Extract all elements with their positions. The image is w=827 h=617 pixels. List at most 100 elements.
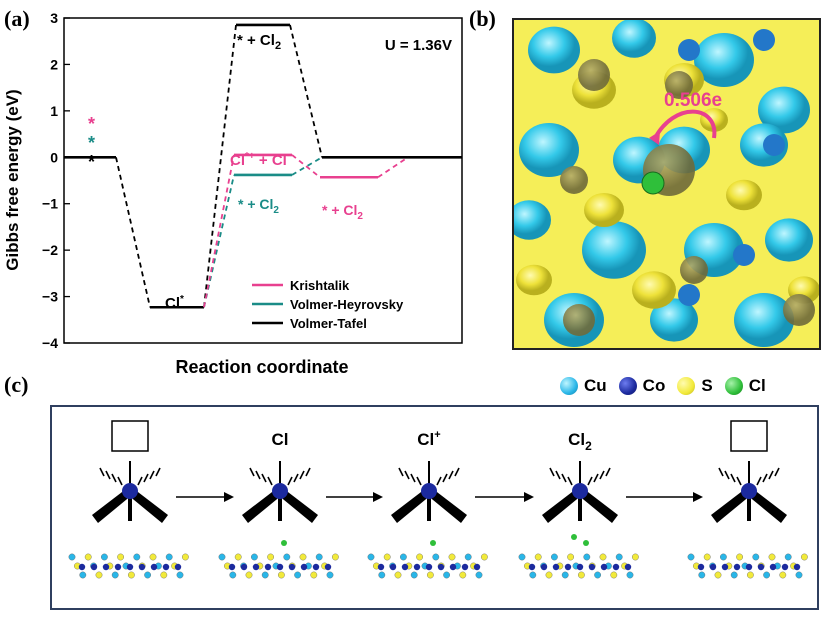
panel-label-c: (c)	[4, 372, 29, 397]
slab-co-atom	[162, 563, 170, 571]
slab-atom	[394, 571, 402, 579]
slab-co-atom	[252, 563, 260, 571]
hash-bond	[299, 470, 305, 480]
slab-atom	[234, 553, 242, 561]
slab-co-atom	[228, 563, 236, 571]
slab-atom	[367, 553, 375, 561]
slab-atom	[747, 571, 754, 579]
label-cl-plus: Cl*+ + Cl−	[230, 151, 293, 169]
step-arrow-head	[373, 492, 383, 502]
slab-co-atom	[528, 563, 536, 571]
slab-co-atom	[150, 563, 158, 571]
slab-co-atom	[138, 563, 146, 571]
hash-bond	[762, 473, 768, 483]
cu-atom	[763, 134, 785, 156]
slab-atom	[176, 571, 184, 579]
hash-bond	[293, 473, 299, 483]
slab-atom	[730, 571, 738, 579]
atom-lobe	[680, 256, 708, 284]
slab-co-atom	[90, 563, 98, 571]
hash-bond	[105, 470, 111, 480]
slab-co-atom	[588, 563, 596, 571]
slab-co-atom	[473, 563, 481, 571]
hash-bond	[117, 476, 123, 486]
connector-k-down	[377, 156, 409, 178]
slab-atom	[475, 571, 483, 579]
slab-atom	[529, 571, 537, 579]
wedge-bond	[278, 489, 318, 523]
slab-atom	[160, 571, 168, 579]
hash-bond	[555, 470, 561, 480]
label-star-cl2-top: * + Cl2	[237, 32, 281, 52]
slab-co-atom	[564, 563, 572, 571]
step-arrow-head	[224, 492, 234, 502]
slab-co-atom	[552, 563, 560, 571]
slab-atom	[703, 553, 711, 561]
slab-atom	[687, 553, 695, 561]
hash-bond	[137, 476, 143, 486]
slab-atom	[111, 571, 119, 579]
y-tick-label: −4	[42, 335, 58, 351]
slab-atom	[432, 553, 440, 561]
cyan-lobe	[582, 221, 646, 279]
adsorbed-cl	[583, 540, 589, 546]
slab-atom	[95, 571, 103, 579]
slab-co-atom	[276, 563, 284, 571]
slab-atom	[181, 553, 189, 561]
slab-co-atom	[102, 563, 110, 571]
energy-paths	[64, 23, 462, 309]
hash-bond	[404, 470, 410, 480]
co-atom	[421, 483, 437, 499]
charge-density-panel: 0.506e	[512, 18, 821, 350]
slab-co-atom	[576, 563, 584, 571]
hash-bond	[149, 470, 155, 480]
co-atom	[572, 483, 588, 499]
cyan-lobe	[514, 200, 551, 240]
slab-atom	[326, 571, 334, 579]
charge-arrow	[652, 109, 717, 141]
marker-krishtalik: *	[88, 114, 95, 134]
slab-co-atom	[126, 563, 134, 571]
slab-atom	[550, 553, 558, 561]
slab-atom	[534, 553, 542, 561]
legend-label-volmer-tafel: Volmer-Tafel	[290, 316, 367, 331]
hash-bond	[730, 473, 736, 483]
connector-initial-clstar	[115, 157, 151, 308]
co-atom	[272, 483, 288, 499]
yellow-lobe	[584, 193, 624, 227]
slab-co-atom	[612, 563, 620, 571]
slab-co-atom	[312, 563, 320, 571]
hash-bond	[561, 473, 567, 483]
charge-density-image: 0.506e	[514, 20, 819, 348]
legend-label-krishtalik: Krishtalik	[290, 278, 350, 293]
hash-bond	[255, 470, 261, 480]
slab-atom	[315, 553, 323, 561]
slab-co-atom	[174, 563, 182, 571]
hash-bond	[605, 467, 611, 477]
slab-atom	[245, 571, 253, 579]
cyan-lobe	[758, 86, 810, 134]
slab-co-atom	[437, 563, 445, 571]
hash-bond	[549, 467, 555, 477]
label-star-cl2-vh: * + Cl2	[238, 196, 279, 216]
slab-atom	[626, 571, 634, 579]
slab-co-atom	[624, 563, 632, 571]
slab-co-atom	[425, 563, 433, 571]
slab-atom	[464, 553, 472, 561]
slab-atom	[459, 571, 467, 579]
hash-bond	[724, 470, 730, 480]
cl-atom	[641, 171, 665, 195]
slab-atom	[632, 553, 639, 561]
step-arrow-head	[693, 492, 703, 502]
step-label: Cl	[272, 430, 289, 449]
wedge-bond	[242, 489, 282, 523]
hash-bond	[410, 473, 416, 483]
atom-legend-s: S	[701, 376, 713, 395]
step-arrow-head	[524, 492, 534, 502]
slab-atom	[752, 553, 760, 561]
slab-atom	[610, 571, 618, 579]
slab-atom	[578, 571, 585, 579]
slab-co-atom	[78, 563, 86, 571]
